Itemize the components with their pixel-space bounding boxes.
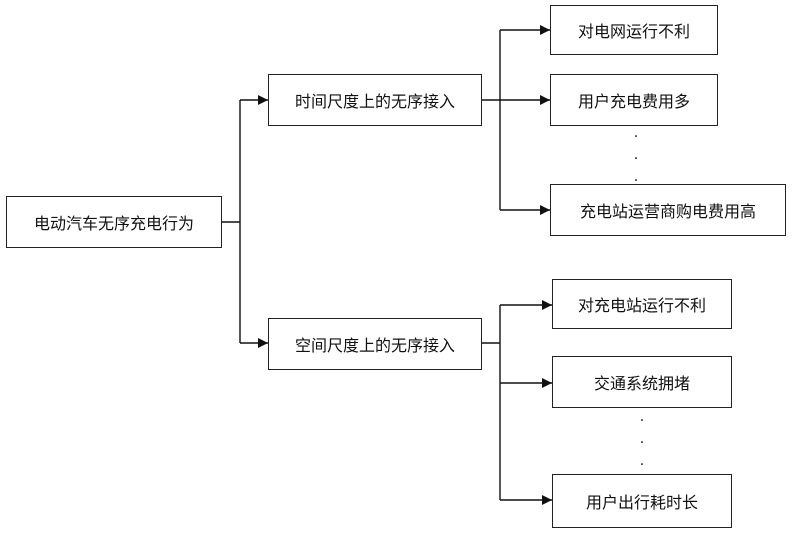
ellipsis-dot: ·: [639, 413, 645, 429]
effect-node-label: 对电网运行不利: [577, 22, 690, 41]
ellipsis-space: · · ·: [632, 410, 652, 476]
ellipsis-dot: ·: [639, 457, 645, 473]
root-node: 电动汽车无序充电行为: [6, 196, 222, 248]
branch-node-space: 空间尺度上的无序接入: [268, 318, 482, 370]
branch-node-time-label: 时间尺度上的无序接入: [294, 92, 455, 111]
ellipsis-dot: ·: [639, 435, 645, 451]
effect-node-space-3: 用户出行耗时长: [552, 474, 732, 528]
effect-node-label: 用户充电费用多: [577, 92, 690, 111]
ellipsis-dot: ·: [633, 151, 639, 167]
branch-node-time: 时间尺度上的无序接入: [268, 74, 482, 126]
root-node-label: 电动汽车无序充电行为: [33, 214, 194, 233]
effect-node-label: 充电站运营商购电费用高: [579, 202, 756, 221]
branch-node-space-label: 空间尺度上的无序接入: [294, 336, 455, 355]
effect-node-label: 交通系统拥堵: [593, 374, 690, 393]
effect-node-time-3: 充电站运营商购电费用高: [550, 184, 786, 236]
effect-node-time-1: 对电网运行不利: [550, 5, 718, 55]
effect-node-label: 对充电站运行不利: [577, 296, 706, 315]
ellipsis-dot: ·: [633, 129, 639, 145]
ellipsis-time: · · ·: [626, 126, 646, 192]
ellipsis-dot: ·: [633, 173, 639, 189]
effect-node-time-2: 用户充电费用多: [550, 74, 718, 126]
effect-node-label: 用户出行耗时长: [585, 493, 698, 512]
effect-node-space-2: 交通系统拥堵: [552, 356, 732, 408]
effect-node-space-1: 对充电站运行不利: [552, 279, 732, 329]
